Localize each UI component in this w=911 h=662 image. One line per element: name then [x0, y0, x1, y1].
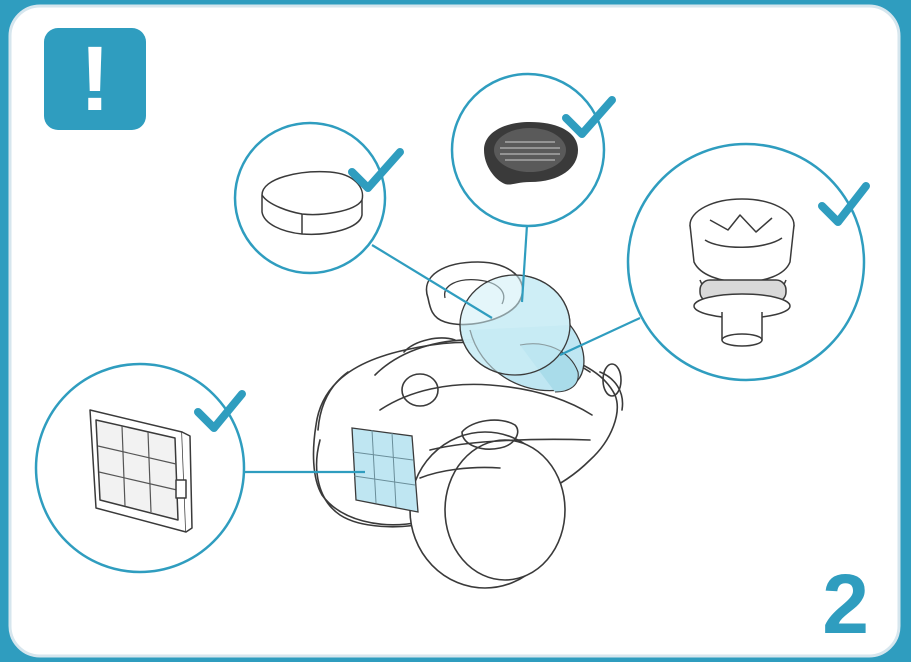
cyclone-filter-part	[689, 198, 795, 347]
check-icon	[348, 148, 404, 192]
hepa-filter-in-body	[351, 427, 419, 513]
callout-foam-filter	[233, 121, 404, 275]
hepa-filter-part	[89, 409, 193, 533]
leader-lines	[240, 224, 641, 474]
check-icon	[562, 96, 616, 138]
dust-container	[425, 261, 585, 393]
outlet-filter-part	[484, 122, 578, 185]
warning-badge: !	[44, 28, 146, 130]
step-number: 2	[822, 557, 869, 651]
callout-hepa-filter	[34, 362, 246, 574]
check-icon	[818, 182, 870, 226]
callout-outlet-filter	[450, 72, 616, 228]
callout-cyclone-filter	[626, 142, 870, 382]
check-icon	[194, 390, 246, 432]
foam-filter-part	[261, 170, 364, 236]
exclamation-icon: !	[79, 28, 111, 130]
